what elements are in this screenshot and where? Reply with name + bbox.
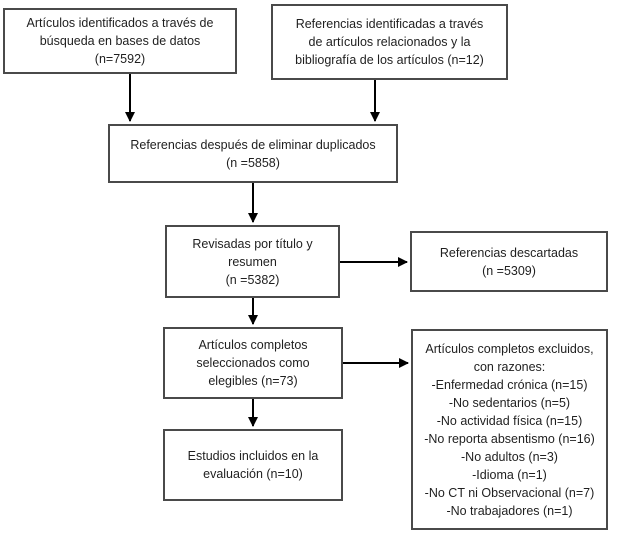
box-screened-title-abstract: Revisadas por título y resumen (n =5382) xyxy=(165,225,340,298)
exclusion-reason: -No CT ni Observacional (n=7) xyxy=(424,485,595,500)
box-identified-database: Artículos identificados a través de búsq… xyxy=(3,8,237,74)
excluded-title: Artículos completos excluidos, con razon… xyxy=(425,341,594,374)
exclusion-reason: -No adultos (n=3) xyxy=(461,449,558,464)
exclusion-reason: -Enfermedad crónica (n=15) xyxy=(431,377,588,392)
box-identified-references: Referencias identificadas a través de ar… xyxy=(271,4,508,80)
exclusion-reason: -No sedentarios (n=5) xyxy=(448,395,571,410)
excluded-reasons-list: -Enfermedad crónica (n=15) -No sedentario… xyxy=(424,376,595,520)
box-references-discarded: Referencias descartadas (n =5309) xyxy=(410,231,608,292)
box-studies-included: Estudios incluidos en la evaluación (n=1… xyxy=(163,429,343,501)
exclusion-reason: -Idioma (n=1) xyxy=(472,467,547,482)
exclusion-reason: -No actividad física (n=15) xyxy=(436,413,583,428)
box-fulltext-eligible: Artículos completos seleccionados como e… xyxy=(163,327,343,399)
box-after-duplicates-removed: Referencias después de eliminar duplicad… xyxy=(108,124,398,183)
exclusion-reason: -No reporta absentismo (n=16) xyxy=(424,431,595,446)
exclusion-reason: -No trabajadores (n=1) xyxy=(446,503,573,518)
box-fulltext-excluded: Artículos completos excluidos, con razon… xyxy=(411,329,608,530)
